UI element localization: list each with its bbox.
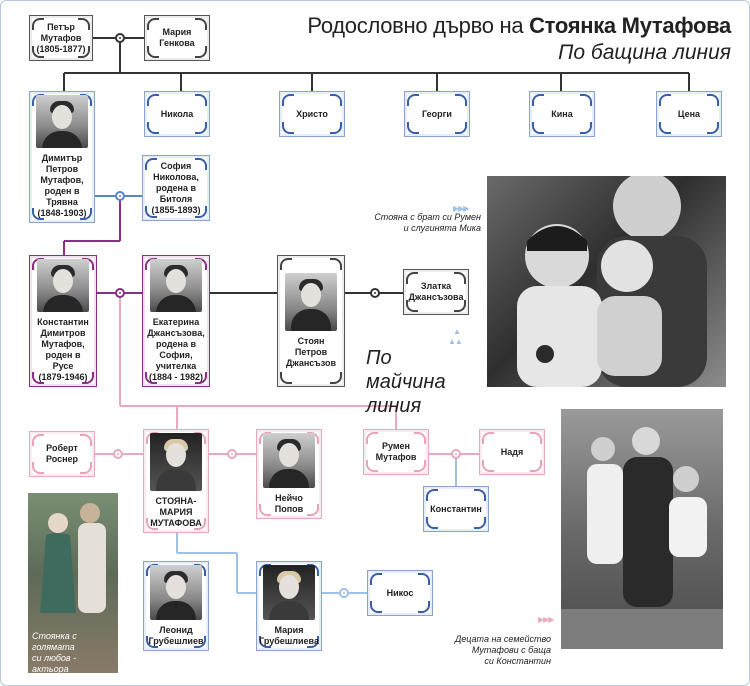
couple-knot-icon [115,191,125,201]
person-label: Никос [386,587,414,598]
paternal-line-title: По бащина линия [558,41,731,64]
person-leonid-grubeshliev: Леонид Грубешлиев [143,561,209,651]
person-tsena: Цена [656,91,722,137]
person-label: Златка Джансъзова [408,281,464,302]
person-label: Христо [296,108,328,119]
person-label: Георги [422,108,452,119]
couple-knot-icon [115,288,125,298]
person-label: Димитър Петров Мутафов, роден в Трявна (… [37,153,87,218]
person-label: Никола [160,108,194,119]
person-label: Кина [551,108,573,119]
person-robert-rosner: Роберт Роснер [29,431,95,477]
portrait-photo [263,433,315,488]
person-nadya: Надя [479,429,545,475]
person-label: Константин Димитров Мутафов, роден в Рус… [37,317,89,382]
person-label: София Николова, родена в Битоля (1855-18… [151,160,201,215]
caption-marker-icon: ▲ [453,327,461,336]
person-petar-mutafov: Петър Мутафов (1805-1877) [29,15,93,61]
person-label: СТОЯНА- МАРИЯ МУТАФОВА [150,496,202,528]
couple-knot-icon [451,449,461,459]
person-label: Надя [500,446,524,457]
caption-right-photo: Децата на семейство Мутафови с баща си К… [454,634,551,666]
caption-marker-icon: ▶▶▶ [453,204,470,213]
portrait-photo [150,433,202,491]
person-label: Роберт Роснер [45,443,79,464]
person-stoyan-dzhansazov: Стоян Петров Джансъзов [277,255,345,387]
person-georgi: Георги [404,91,470,137]
person-neycho-popov: Нейчо Попов [256,429,322,519]
couple-knot-icon [227,449,237,459]
person-label: Мария Грубешлиева [259,625,319,646]
person-maria-genkova: Мария Генкова [144,15,210,61]
photo-figures [40,503,106,613]
portrait-photo [150,565,202,620]
photo-stoyana-brother-maid [487,176,726,387]
person-stoyanka-mutafova: СТОЯНА- МАРИЯ МУТАФОВА [143,429,209,533]
person-konstantin-mutafov: Константин Димитров Мутафов, роден в Рус… [29,255,97,387]
caption-marker-icon: ▲▲ [448,337,463,346]
person-dimitar-mutafov: Димитър Петров Мутафов, роден в Трявна (… [29,91,95,223]
maternal-title-line2: линия [366,395,422,417]
title-name: Стоянка Мутафова [529,13,731,38]
person-sofia-nikolova: София Николова, родена в Битоля (1855-18… [142,155,210,221]
person-label: Нейчо Попов [274,493,304,514]
person-nikola: Никола [144,91,210,137]
portrait-photo [37,259,89,312]
person-label: Цена [677,108,701,119]
photo-figures [561,427,723,649]
couple-knot-icon [113,449,123,459]
person-kina: Кина [529,91,595,137]
portrait-photo [263,565,315,620]
maternal-line-title: По майчина линия [366,346,476,418]
person-hristo: Христо [279,91,345,137]
couple-knot-icon [339,588,349,598]
portrait-photo [150,259,202,312]
caption-left-photo: Стоянка с голямата си любов - актьора Не… [32,631,87,685]
photo-stoyanka-and-neycho-popov [28,493,118,673]
title-prefix: Родословно дърво на [307,13,524,38]
page-title: Родословно дърво на Стоянка Мутафова [301,13,731,39]
person-rumen-mutafov: Румен Мутафов [363,429,429,475]
person-maria-grubeshlieva: Мария Грубешлиева [256,561,322,651]
portrait-photo [36,95,88,148]
caption-marker-icon: ▶▶▶ [538,615,555,624]
couple-knot-icon [370,288,380,298]
couple-knot-icon [115,33,125,43]
person-konstantin-rumenov: Константин [423,486,489,532]
person-label: Румен Мутафов [375,441,417,462]
caption-top-photo: Стояна с брат си Румен и слугинята Мика [374,212,481,233]
person-zlatka-dzhansazova: Златка Джансъзова [403,269,469,315]
person-label: Мария Генкова [159,27,195,48]
person-label: Константин [430,503,482,514]
maternal-title-line1: По майчина [366,347,446,393]
person-label: Петър Мутафов (1805-1877) [36,21,86,54]
person-label: Екатерина Джансъзова, родена в София, уч… [147,317,205,382]
portrait-photo [285,273,337,331]
person-label: Стоян Петров Джансъзов [285,336,337,368]
person-nikos: Никос [367,570,433,616]
photo-mutafov-children-with-father [561,409,723,649]
person-label: Леонид Грубешлиев [148,625,204,646]
person-ekaterina-dzhansazova: Екатерина Джансъзова, родена в София, уч… [142,255,210,387]
photo-figures [517,176,707,387]
